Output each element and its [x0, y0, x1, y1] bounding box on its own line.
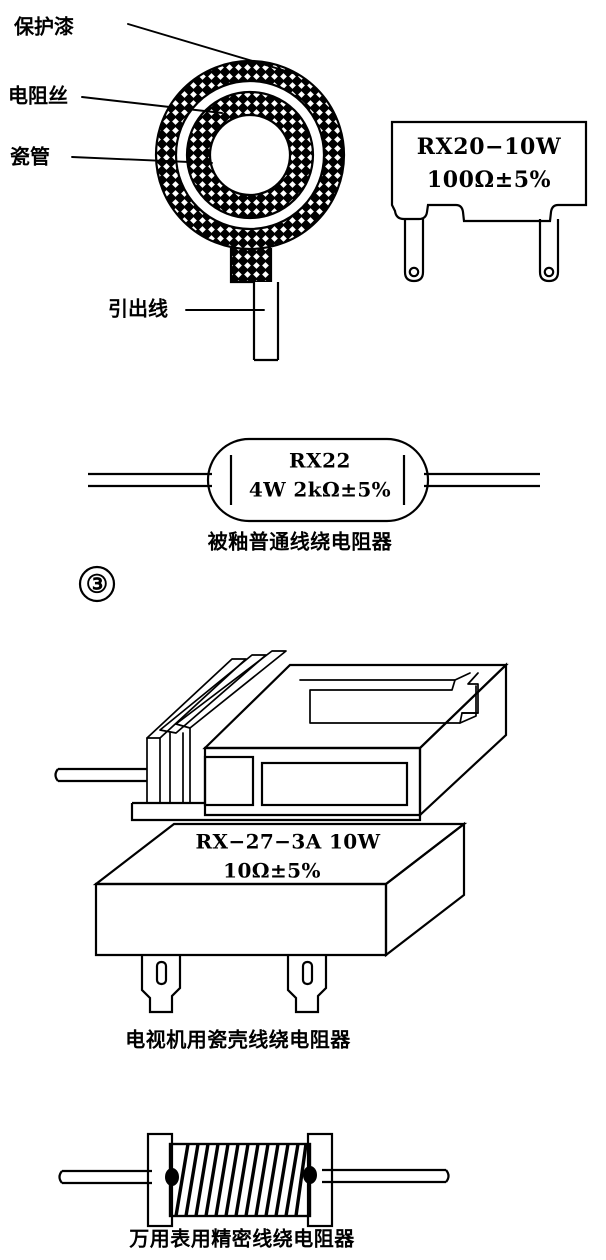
leader-ceramic-tube [71, 156, 213, 164]
label-resistance-wire: 电阻丝 [8, 84, 68, 108]
rx27-right-face [384, 821, 466, 958]
rx27-terminal-left [140, 955, 182, 1014]
precision-caption: 万用表用精密线绕电阻器 [128, 1227, 355, 1251]
leader-resistance-wire [81, 96, 223, 114]
iso-front-window [260, 761, 409, 807]
precision-solder-right [303, 1166, 317, 1184]
rx22-value-text: 4W 2kΩ±5% [249, 478, 391, 502]
rx22-body [206, 437, 430, 523]
rx20-value-text: 100Ω±5% [427, 167, 551, 193]
precision-lead-left [58, 1169, 152, 1185]
rx20-type-text: RX20−10W [417, 134, 562, 160]
iso-fins [146, 650, 287, 804]
precision-lead-right [322, 1168, 450, 1184]
rx22-caption: 被釉普通线绕电阻器 [208, 530, 393, 554]
component-precision: 万用表用精密线绕电阻器 [58, 1132, 450, 1251]
precision-winding-turns [174, 1143, 308, 1217]
rx20-terminal-left [403, 219, 425, 283]
leader-protective-lacquer [127, 23, 297, 75]
figure-marker-text: ③ [86, 570, 108, 599]
iso-top-slot [299, 672, 479, 724]
rx22-lead-left [88, 472, 212, 488]
rx22-lead-right [424, 472, 540, 488]
rx27-front-face [94, 882, 388, 957]
iso-front-block [203, 755, 255, 807]
component-rx27: RX−27−3A 10W 10Ω±5% 电视机用瓷壳线绕电阻器 [92, 821, 468, 1052]
lead-wire-shape [252, 282, 280, 362]
label-protective-lacquer: 保护漆 [13, 15, 74, 39]
iso-lead [54, 767, 147, 783]
ceramic-tube-bore [210, 115, 290, 195]
rx27-caption: 电视机用瓷壳线绕电阻器 [125, 1028, 351, 1052]
rx22-type-text: RX22 [289, 449, 351, 473]
rx27-terminal-right [286, 955, 328, 1014]
label-ceramic-tube: 瓷管 [10, 145, 50, 169]
component-rx20: RX20−10W 100Ω±5% [390, 120, 588, 283]
rx20-body [390, 120, 588, 223]
iso-right-face [418, 662, 508, 818]
rx27-type-text: RX−27−3A 10W [196, 830, 381, 854]
figure-marker: ③ [78, 565, 116, 603]
rx20-terminal-right [538, 219, 560, 283]
label-lead-wire: 引出线 [108, 297, 168, 321]
component-rx27-isometric [54, 650, 509, 822]
precision-solder-left [165, 1168, 179, 1186]
rx27-value-text: 10Ω±5% [223, 859, 321, 883]
cross-section-drawing: 保护漆 电阻丝 瓷管 引出线 [8, 15, 350, 362]
component-rx22: RX22 4W 2kΩ±5% 被釉普通线绕电阻器 [88, 437, 540, 554]
